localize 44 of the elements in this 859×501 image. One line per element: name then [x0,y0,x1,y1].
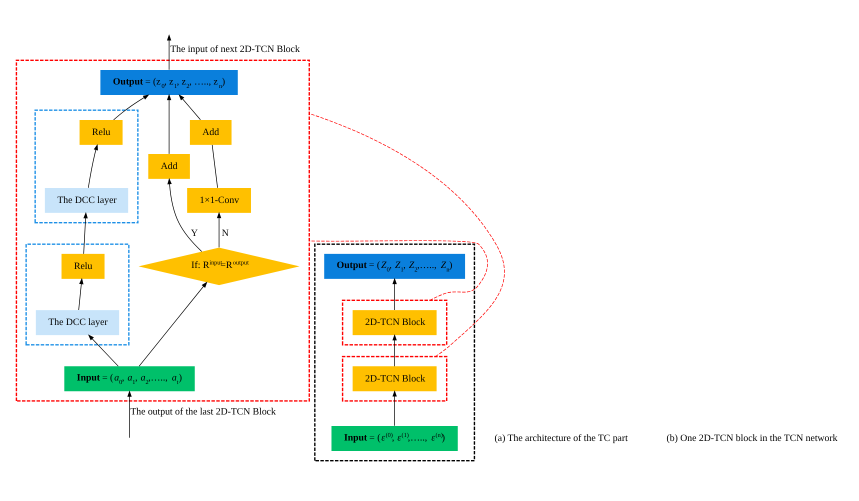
node-box: Relu [80,120,123,145]
node-box: Add [148,154,190,179]
connector [308,113,505,357]
label: (a) The architecture of the TC part [494,433,628,444]
node-box: Relu [62,254,105,279]
arrow [166,34,172,70]
node-box: 2D-TCN Block [352,310,437,336]
arrow [166,94,172,154]
edge-label: The input of next 2D-TCN Block [170,44,300,56]
arrow [88,334,119,367]
arrow [78,278,84,310]
arrow [392,278,397,310]
arrow [83,212,88,254]
cluster [34,110,139,224]
cluster [314,243,476,462]
arrow [392,390,397,426]
cluster [25,243,130,346]
arrow [167,178,202,252]
node-box: 2D-TCN Block [352,366,437,392]
arrow [88,144,98,188]
cluster [342,300,448,346]
cluster [16,60,310,402]
edge-label: N [222,228,229,239]
node-box: Input = (a$_{0}$, a$_{1}$, a$_{2}$,….., a$_{t}$) [64,366,195,392]
cluster [342,356,448,402]
edge-label: The output of the last 2D-TCN Block [130,406,276,418]
node-box: Output = (Z$_{0}$, Z$_{1}$, Z$_{2}$,….., Z$_{n}$) [324,254,466,279]
arrow [138,282,208,367]
edge-label: Y [190,228,198,239]
node-box: The DCC layer [44,188,128,213]
node-box: Add [190,120,232,145]
arrow [178,94,201,120]
arrow [392,334,397,367]
connector [308,240,488,301]
node-box: Input = (ε$^{(0)}$, ε$^{(1)}$,….., ε$^{(n)}$) [331,426,458,451]
node-diamond: If: R$^{input}$=R$^{output}$ [138,248,300,286]
node-box: The DCC layer [36,310,120,336]
label: (b) One 2D-TCN block in the TCN network [666,433,838,444]
arrow [113,94,150,120]
connector [212,144,218,188]
arrow [216,212,222,248]
node-box: 1×1-Conv [187,188,251,213]
node-box: Output = (z$_{0}$, z$_{1}$, z$_{2}$, ….., z$_{n}$) [100,70,238,95]
arrow [127,390,132,438]
